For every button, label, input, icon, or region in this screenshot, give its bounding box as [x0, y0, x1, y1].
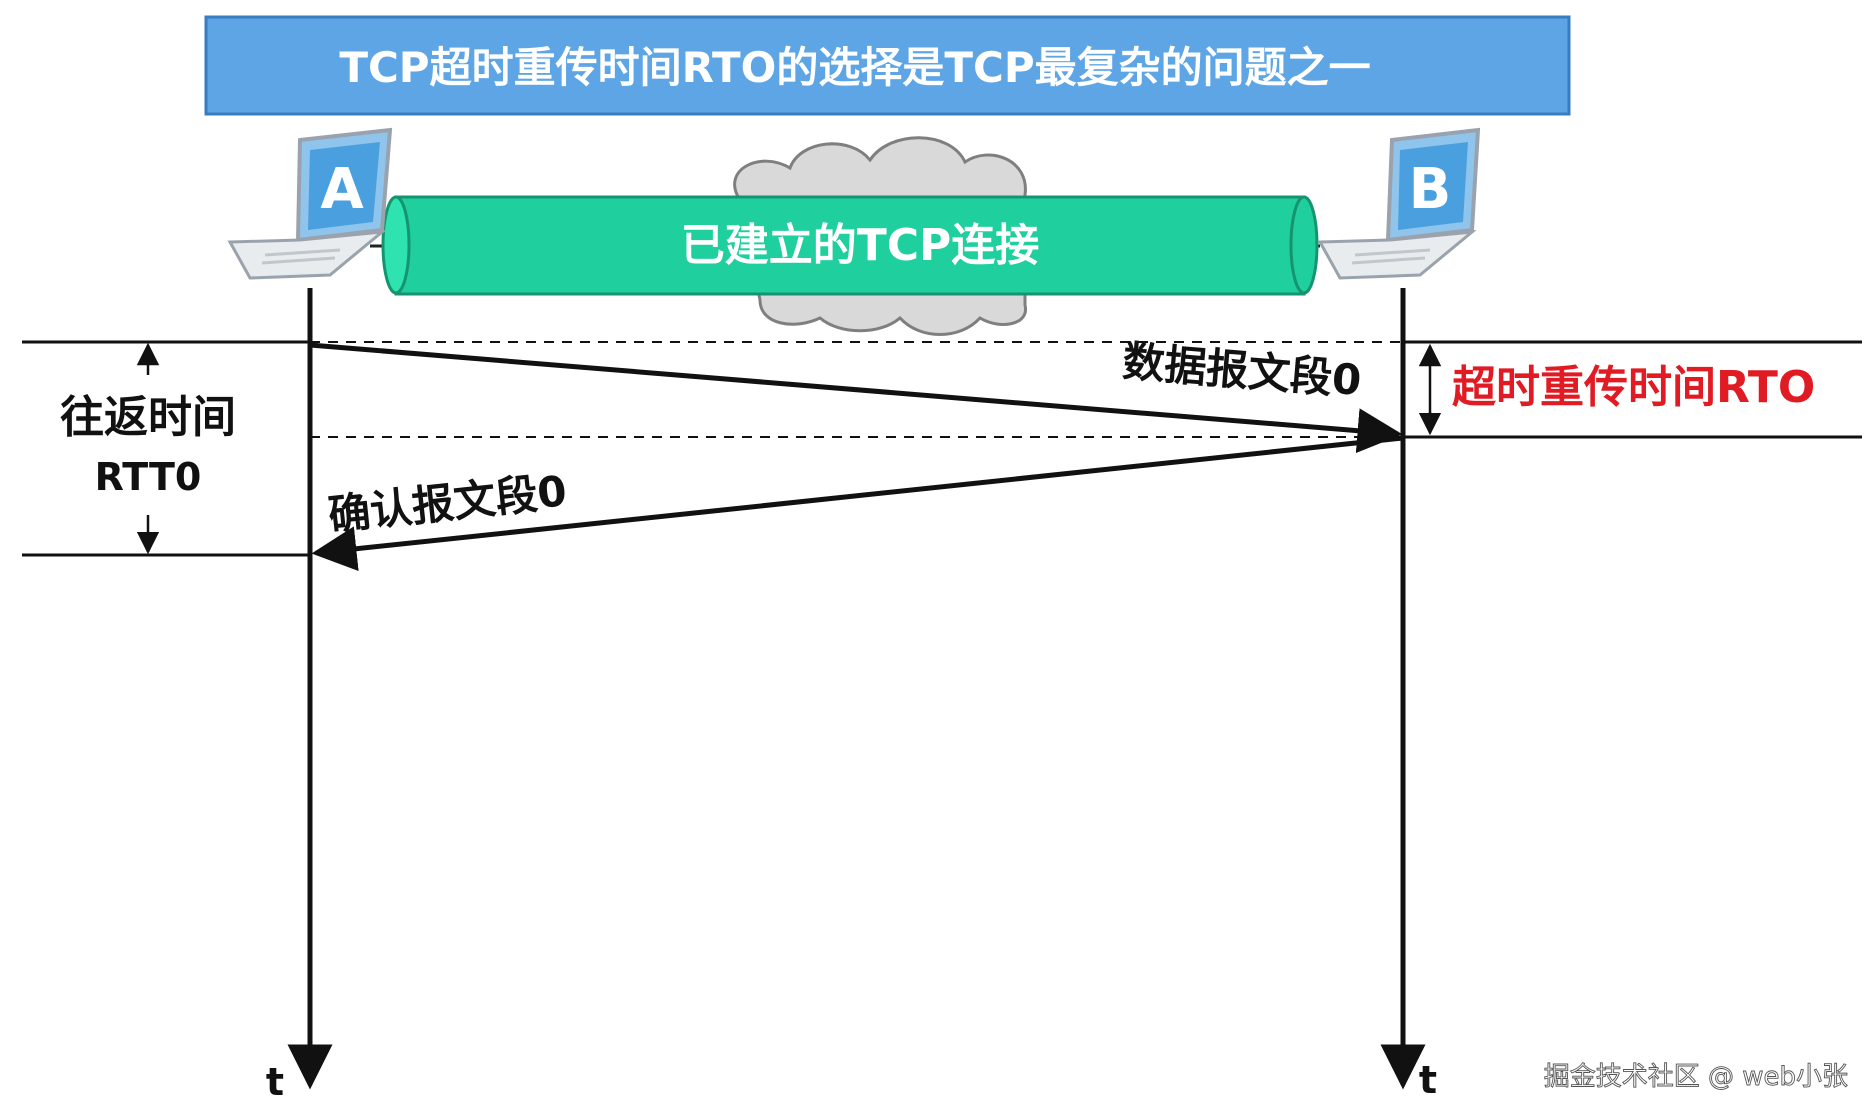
rtt-label: 往返时间 [60, 392, 236, 443]
host-a-label: A [320, 157, 364, 222]
host-b-label: B [1409, 157, 1452, 222]
laptop-b-icon: B [1317, 127, 1481, 280]
laptop-a-icon: A [227, 127, 393, 280]
title-banner: TCP超时重传时间RTO的选择是TCP最复杂的问题之一 [204, 15, 1571, 116]
timeline-a-label: t [266, 1060, 284, 1104]
ack-segment-arrow [311, 435, 1404, 572]
data-segment-label: 数据报文段0 [1121, 337, 1363, 405]
timeline-b-label: t [1419, 1058, 1437, 1102]
connection-label: 已建立的TCP连接 [681, 220, 1040, 271]
tcp-connection-pipe: 已建立的TCP连接 [370, 195, 1320, 296]
rtt-value-label: RTT0 [95, 455, 202, 499]
rto-label: 超时重传时间RTO [1452, 362, 1815, 413]
title-text: TCP超时重传时间RTO的选择是TCP最复杂的问题之一 [339, 43, 1370, 92]
data-segment-arrow [309, 342, 1403, 454]
watermark-text: 掘金技术社区 @ web小张 [1544, 1062, 1848, 1092]
